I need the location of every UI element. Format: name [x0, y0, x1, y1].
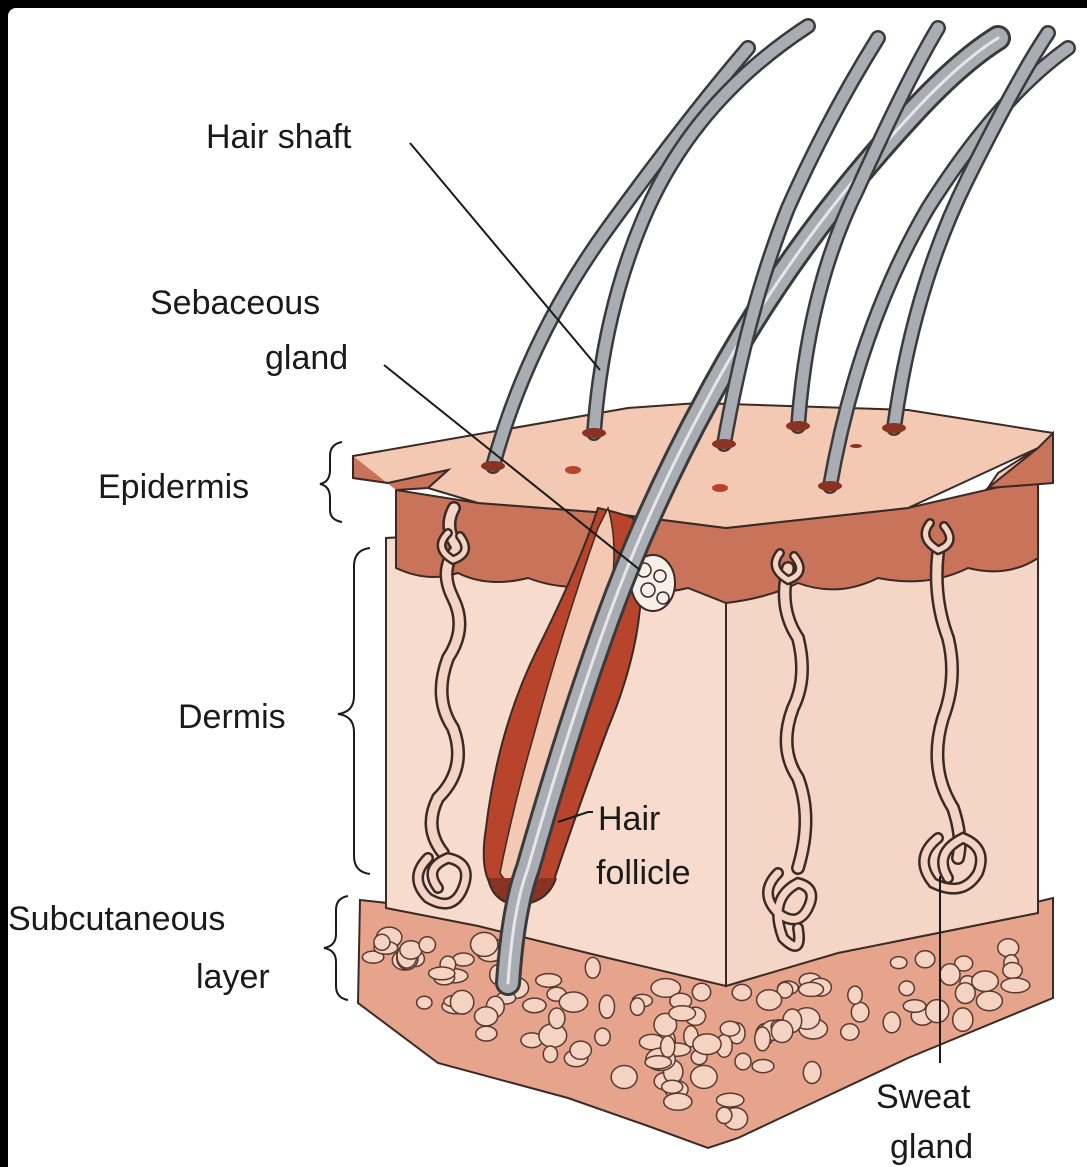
fat-lobule	[549, 1008, 565, 1029]
fat-lobule	[475, 1007, 498, 1026]
fat-lobule	[883, 1012, 900, 1033]
brace-dermis	[338, 548, 370, 874]
fat-lobule	[543, 1046, 557, 1062]
label-sebaceous-line1: Sebaceous	[150, 284, 320, 322]
fat-lobule	[669, 1006, 696, 1021]
fat-lobule	[664, 1093, 692, 1110]
fat-lobule	[940, 964, 960, 985]
fat-lobule	[559, 992, 587, 1012]
fat-lobule	[717, 1093, 744, 1107]
fat-lobule	[915, 951, 935, 968]
label-dermis: Dermis	[178, 698, 286, 736]
label-sweat-line2: gland	[890, 1128, 973, 1166]
fat-lobule	[732, 984, 751, 1000]
fat-lobule	[536, 974, 562, 988]
fat-lobule	[691, 1065, 718, 1088]
fat-lobule	[803, 1062, 821, 1084]
fat-lobule	[419, 937, 435, 953]
fat-lobule	[630, 998, 644, 1015]
fat-lobule	[585, 957, 600, 978]
fat-lobule	[752, 1060, 774, 1073]
fat-lobule	[755, 1027, 770, 1051]
fat-lobule	[771, 1020, 792, 1042]
fat-lobule	[599, 995, 614, 1018]
fat-lobule	[661, 1036, 675, 1057]
fat-lobule	[374, 934, 390, 950]
fat-lobule	[926, 1000, 949, 1023]
label-subcutaneous-line2: layer	[196, 958, 270, 996]
leader-hair-shaft	[410, 143, 600, 370]
fat-lobule	[976, 991, 1002, 1011]
diagram-canvas: Hair shaft Sebaceous gland Epidermis Der…	[8, 8, 1087, 1167]
fat-lobule	[903, 1000, 926, 1013]
fat-lobule	[848, 986, 862, 1004]
fat-lobule	[757, 990, 782, 1010]
label-sweat-line1: Sweat	[876, 1078, 971, 1116]
fat-lobule	[476, 1026, 497, 1041]
fat-lobule	[693, 1034, 721, 1055]
fat-lobule	[1001, 978, 1030, 993]
fat-lobule	[523, 998, 546, 1013]
fat-lobule	[735, 1053, 751, 1070]
fat-lobule	[450, 990, 473, 1014]
fat-lobule	[429, 967, 455, 980]
fat-lobule	[972, 971, 999, 991]
fat-lobule	[890, 957, 907, 969]
fat-lobule	[955, 983, 975, 1004]
fat-lobule	[645, 1056, 671, 1069]
label-hair-follicle-line1: Hair	[598, 800, 660, 838]
label-subcutaneous-line1: Subcutaneous	[8, 900, 225, 938]
fat-lobule	[799, 982, 824, 996]
fat-lobule	[1003, 963, 1022, 979]
skin-cross-section-diagram: Hair shaft Sebaceous gland Epidermis Der…	[8, 8, 1087, 1167]
fat-lobule	[899, 981, 914, 996]
label-sebaceous-line2: gland	[265, 339, 348, 377]
fat-lobule	[471, 932, 498, 956]
fat-lobule	[953, 1008, 973, 1031]
fat-lobule	[417, 996, 432, 1009]
fat-lobule	[998, 939, 1019, 957]
fat-lobule	[611, 1066, 637, 1089]
fat-lobule	[662, 1080, 683, 1093]
label-epidermis: Epidermis	[98, 468, 249, 506]
fat-lobule	[720, 1021, 740, 1036]
fat-lobule	[851, 1002, 869, 1022]
brace-epidermis	[320, 442, 342, 522]
fat-lobule	[841, 1024, 859, 1040]
fat-lobule	[570, 1041, 591, 1059]
fat-lobule	[692, 983, 710, 1001]
fat-lobule	[717, 1107, 732, 1123]
brace-subcutaneous	[324, 896, 348, 1000]
label-hair-shaft: Hair shaft	[206, 118, 352, 156]
label-hair-follicle-line2: follicle	[596, 854, 690, 892]
fat-lobule	[595, 1028, 610, 1045]
